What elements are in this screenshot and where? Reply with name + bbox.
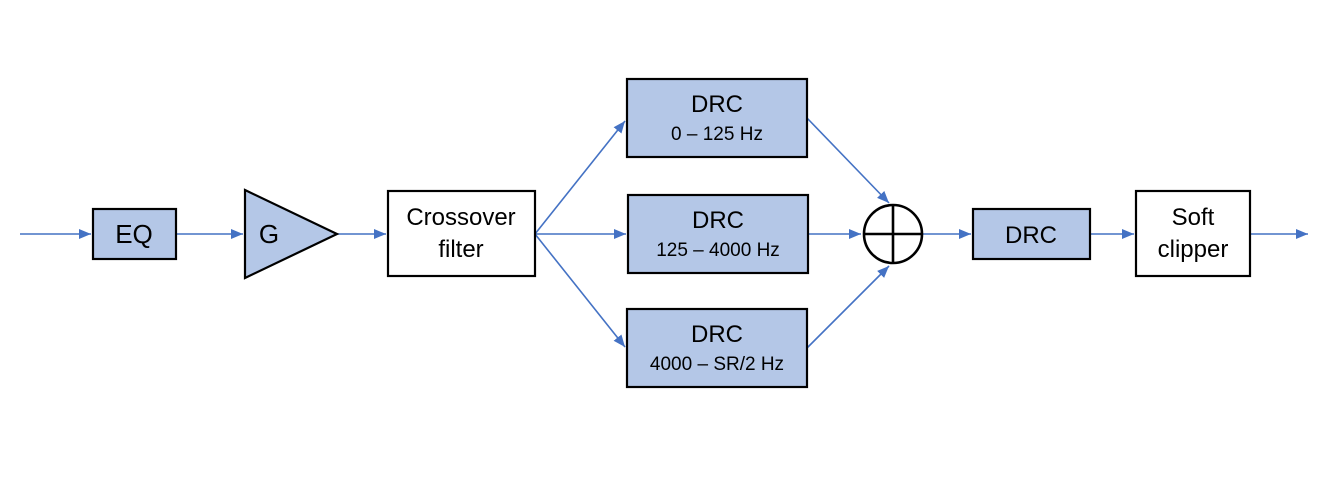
drc-high-band-range: 4000 – SR/2 Hz xyxy=(650,354,784,375)
crossover-filter-label-line2: filter xyxy=(438,236,483,263)
gain-label: G xyxy=(259,219,279,249)
drc-mid-band-block: DRC 125 – 4000 Hz xyxy=(626,193,810,275)
gain-block: G xyxy=(243,188,340,280)
edge-crossover-to-drc-low xyxy=(534,120,626,235)
drc-mid-band-label: DRC xyxy=(692,207,744,234)
drc-high-band-block: DRC 4000 – SR/2 Hz xyxy=(625,307,809,389)
edge-drc-low-to-sum xyxy=(806,117,890,204)
eq-box xyxy=(91,207,178,261)
soft-clipper-block: Soft clipper xyxy=(1134,189,1252,278)
crossover-filter-box xyxy=(386,189,537,278)
drc-post-block: DRC xyxy=(971,207,1092,261)
gain-triangle xyxy=(243,188,340,280)
eq-label: EQ xyxy=(115,219,153,249)
soft-clipper-box xyxy=(1134,189,1252,278)
drc-low-band-box xyxy=(625,77,809,159)
edge-drc-high-to-sum xyxy=(806,265,890,349)
drc-high-band-label: DRC xyxy=(691,321,743,348)
summing-junction xyxy=(862,203,924,265)
edges xyxy=(20,117,1308,349)
crossover-filter-label-line1: Crossover xyxy=(406,204,515,231)
drc-mid-band-box xyxy=(626,193,810,275)
soft-clipper-label-line2: clipper xyxy=(1158,236,1229,263)
drc-low-band-block: DRC 0 – 125 Hz xyxy=(625,77,809,159)
drc-low-band-range: 0 – 125 Hz xyxy=(671,124,763,145)
crossover-filter-block: Crossover filter xyxy=(386,189,537,278)
drc-post-label: DRC xyxy=(1005,222,1057,249)
drc-high-band-box xyxy=(625,307,809,389)
edge-crossover-to-drc-high xyxy=(534,233,626,348)
soft-clipper-label-line1: Soft xyxy=(1172,204,1215,231)
drc-mid-band-range: 125 – 4000 Hz xyxy=(656,240,780,261)
drc-post-box xyxy=(971,207,1092,261)
eq-block: EQ xyxy=(91,207,178,261)
drc-low-band-label: DRC xyxy=(691,91,743,118)
